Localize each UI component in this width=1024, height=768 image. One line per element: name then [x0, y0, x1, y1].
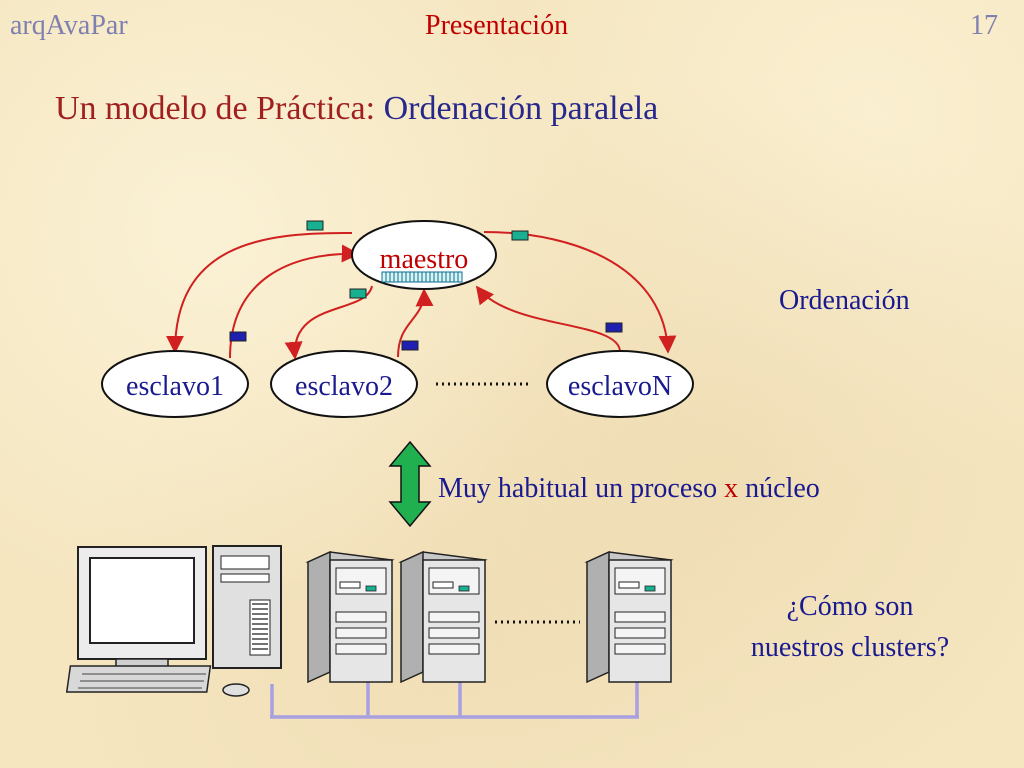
slave1-label: esclavo1 — [126, 371, 224, 402]
desktop-computer-icon — [65, 545, 282, 697]
header-page-number: 17 — [970, 10, 998, 41]
slave-node-n: esclavoN — [546, 350, 694, 418]
packet-blue-1 — [229, 331, 247, 342]
clusters-question-line2: nuestros clusters? — [750, 631, 950, 663]
clusters-question-line1: ¿Cómo son — [786, 591, 914, 622]
header-section-title: Presentación — [425, 10, 569, 41]
packet-green-1 — [306, 220, 324, 231]
ordenacion-label: Ordenación — [779, 285, 910, 316]
master-label: maestro — [380, 244, 469, 275]
packet-green-2 — [511, 230, 529, 241]
process-per-core-text-b: núcleo — [745, 473, 820, 504]
process-per-core-note: Muy habitual un proceso x núcleo — [438, 475, 820, 503]
arrow-esclavo1-to-master — [229, 244, 360, 359]
slave-node-2: esclavo2 — [270, 350, 418, 418]
arrow-esclavo2-to-master — [397, 288, 434, 358]
slave2-label: esclavo2 — [295, 371, 393, 402]
packet-green-3 — [349, 288, 367, 299]
slide-title: Un modelo de Práctica: Ordenación parale… — [55, 92, 658, 126]
network-cables — [270, 682, 639, 719]
server-tower-icon-1 — [305, 550, 395, 684]
packet-blue-2 — [401, 340, 419, 351]
slide-title-part1: Un modelo de Práctica: — [55, 90, 376, 127]
packet-blue-3 — [605, 322, 623, 333]
slaveN-label: esclavoN — [568, 371, 672, 402]
arrow-esclavoN-to-master — [475, 285, 621, 353]
master-node: maestro — [351, 220, 497, 290]
clusters-question: ¿Cómo son nuestros clusters? — [720, 587, 980, 668]
arrow-master-to-esclavo2 — [284, 285, 373, 360]
slide-title-part2: Ordenación paralela — [383, 90, 659, 127]
process-per-core-x: x — [724, 473, 739, 504]
master-data-array — [381, 271, 463, 283]
message-packets — [229, 220, 623, 351]
arrow-master-to-esclavo1 — [166, 231, 353, 354]
process-per-core-text-a: Muy habitual un proceso — [438, 473, 718, 504]
header-course-name: arqAvaPar — [10, 10, 128, 41]
arrow-master-to-esclavoN — [483, 231, 677, 354]
slave-node-1: esclavo1 — [101, 350, 249, 418]
server-tower-icon-2 — [398, 550, 488, 684]
server-tower-icon-n — [584, 550, 674, 684]
bidirectional-arrow-icon — [388, 440, 432, 528]
